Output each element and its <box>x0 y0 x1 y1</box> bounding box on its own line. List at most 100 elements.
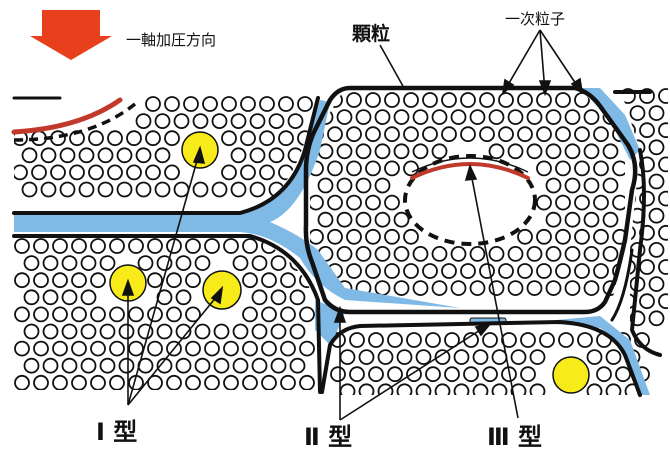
primary-particle <box>61 255 78 272</box>
primary-particle <box>78 147 95 164</box>
primary-particle <box>147 238 163 254</box>
primary-particle <box>374 211 391 228</box>
primary-particle <box>52 374 68 390</box>
primary-particle <box>349 366 365 383</box>
primary-particle <box>327 194 343 211</box>
upper-left-dashed-arc <box>13 102 137 142</box>
primary-particle <box>384 194 400 211</box>
primary-particle <box>422 263 438 279</box>
primary-particle <box>99 323 116 340</box>
primary-particle <box>116 147 133 164</box>
primary-particle <box>59 147 76 164</box>
primary-particle <box>355 211 372 228</box>
primary-particle <box>31 164 47 181</box>
primary-particle <box>221 130 237 147</box>
primary-particle <box>536 263 552 279</box>
primary-particle <box>629 105 646 121</box>
primary-particle <box>412 280 429 297</box>
primary-particle <box>545 245 562 262</box>
outline-center-granule <box>303 85 638 315</box>
primary-particle <box>639 293 655 310</box>
primary-particle <box>107 130 123 147</box>
primary-particle <box>393 109 410 125</box>
arrowhead-particle-b <box>538 80 552 97</box>
particle-field-upper-left <box>14 96 313 198</box>
primary-particle <box>59 181 76 198</box>
primary-particle <box>545 211 562 228</box>
leader-type3 <box>469 167 519 419</box>
primary-particle <box>240 164 256 181</box>
primary-particle <box>526 245 543 262</box>
primary-particle <box>517 263 533 279</box>
primary-particle <box>469 109 486 125</box>
primary-particle <box>289 357 306 374</box>
primary-particle <box>536 194 552 211</box>
arrowhead-type2-b <box>474 322 493 337</box>
primary-particle <box>251 323 268 340</box>
primary-particle <box>593 194 609 211</box>
primary-particle <box>441 263 457 279</box>
primary-particle <box>97 181 114 198</box>
primary-particle <box>365 92 381 108</box>
primary-particle <box>346 194 362 211</box>
primary-particle <box>450 280 467 297</box>
arrowhead-type3 <box>464 163 478 181</box>
leader-lines <box>121 29 584 421</box>
primary-particle <box>78 181 95 198</box>
primary-particle <box>384 160 400 177</box>
primary-particle <box>14 164 28 181</box>
pore-small-bar-left <box>22 216 70 221</box>
primary-particle <box>393 143 410 160</box>
primary-particle <box>472 383 489 395</box>
primary-particle <box>270 289 287 306</box>
primary-particle <box>128 238 144 254</box>
primary-particle <box>42 323 59 340</box>
primary-particle <box>232 323 249 340</box>
primary-particle <box>498 92 514 108</box>
primary-particle <box>230 181 247 198</box>
primary-particle <box>564 143 581 160</box>
primary-particle <box>33 340 49 357</box>
primary-particle <box>327 126 343 143</box>
primary-particle <box>374 245 391 262</box>
primary-particle <box>135 113 152 129</box>
primary-particle <box>128 306 144 323</box>
primary-particle <box>384 92 400 108</box>
primary-particle <box>431 143 448 160</box>
primary-particle <box>339 349 356 366</box>
primary-particle <box>574 194 590 211</box>
primary-particle <box>586 383 603 395</box>
primary-particle <box>145 164 161 181</box>
primary-particle <box>21 147 38 164</box>
primary-particle <box>358 349 375 366</box>
primary-particle <box>156 323 173 340</box>
primary-particle <box>482 366 498 383</box>
primary-particle <box>403 126 419 143</box>
primary-particle <box>574 263 590 279</box>
primary-particle <box>23 255 40 272</box>
primary-particle <box>50 164 66 181</box>
primary-particle <box>109 340 125 357</box>
primary-particle <box>558 332 574 348</box>
primary-particle <box>268 113 285 129</box>
primary-particle <box>615 366 631 383</box>
primary-particle <box>346 263 362 279</box>
arrowhead-particle-a <box>501 78 515 95</box>
primary-particle <box>154 147 171 164</box>
primary-particle <box>297 96 313 112</box>
primary-particle <box>444 366 460 383</box>
primary-particle <box>425 332 441 348</box>
primary-particle <box>488 245 505 262</box>
primary-particle <box>109 306 125 323</box>
type-2-label: Ⅱ 型 <box>304 423 352 451</box>
primary-particle <box>21 181 38 198</box>
primary-particle <box>14 238 30 254</box>
primary-particle <box>510 383 527 395</box>
primary-particle <box>109 238 125 254</box>
primary-particle <box>463 366 479 383</box>
primary-particle <box>403 160 419 177</box>
primary-particle <box>80 289 97 306</box>
primary-particle <box>52 340 68 357</box>
primary-particle <box>249 147 266 164</box>
granule-outlines <box>12 85 662 397</box>
